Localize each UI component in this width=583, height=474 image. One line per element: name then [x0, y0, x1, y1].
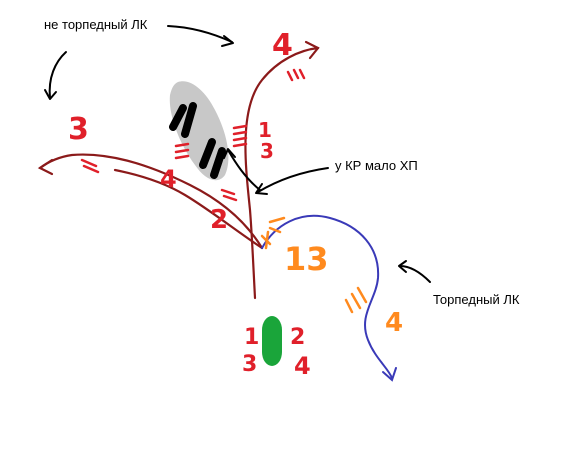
arrow-cruiser-low-hp [257, 167, 329, 193]
red-marks [80, 68, 306, 202]
num-spawn-bl: 3 [242, 352, 258, 377]
enemy-ships [169, 102, 226, 179]
num-orange-main: 13 [284, 240, 329, 278]
route-top-arrowhead [304, 40, 320, 60]
num-left-route-inner: 4 [160, 165, 177, 193]
route-left-lower [113, 168, 264, 250]
annotation-arrows [44, 25, 431, 283]
arrow-not-torpedo-right [167, 25, 233, 43]
route-left-arrowhead [37, 158, 54, 176]
num-island-right-1: 1 [258, 118, 272, 142]
player-ship [262, 316, 282, 366]
num-left-route: 3 [68, 112, 89, 147]
arrow-torpedo-bb [399, 265, 431, 283]
blue-arrowhead [382, 367, 397, 382]
num-top-route: 4 [272, 28, 293, 63]
label-cruiser-low-hp: у КР мало ХП [335, 158, 418, 173]
num-left-route-mid: 2 [210, 205, 229, 235]
num-island-right-3: 3 [260, 139, 274, 163]
red-routes [37, 40, 320, 300]
num-spawn-tr: 2 [290, 325, 306, 350]
orange-marks [260, 216, 368, 314]
arrow-not-torpedo-down [48, 51, 67, 99]
route-top [244, 46, 320, 300]
num-spawn-br: 4 [294, 352, 311, 380]
num-spawn-tl: 1 [244, 325, 260, 350]
label-torpedo-bb: Торпедный ЛК [433, 292, 520, 307]
label-not-torpedo-bb: не торпедный ЛК [44, 17, 148, 32]
arrow-to-island [227, 149, 261, 191]
route-left [38, 153, 264, 250]
blue-route [261, 214, 397, 382]
num-orange-right: 4 [385, 308, 404, 338]
